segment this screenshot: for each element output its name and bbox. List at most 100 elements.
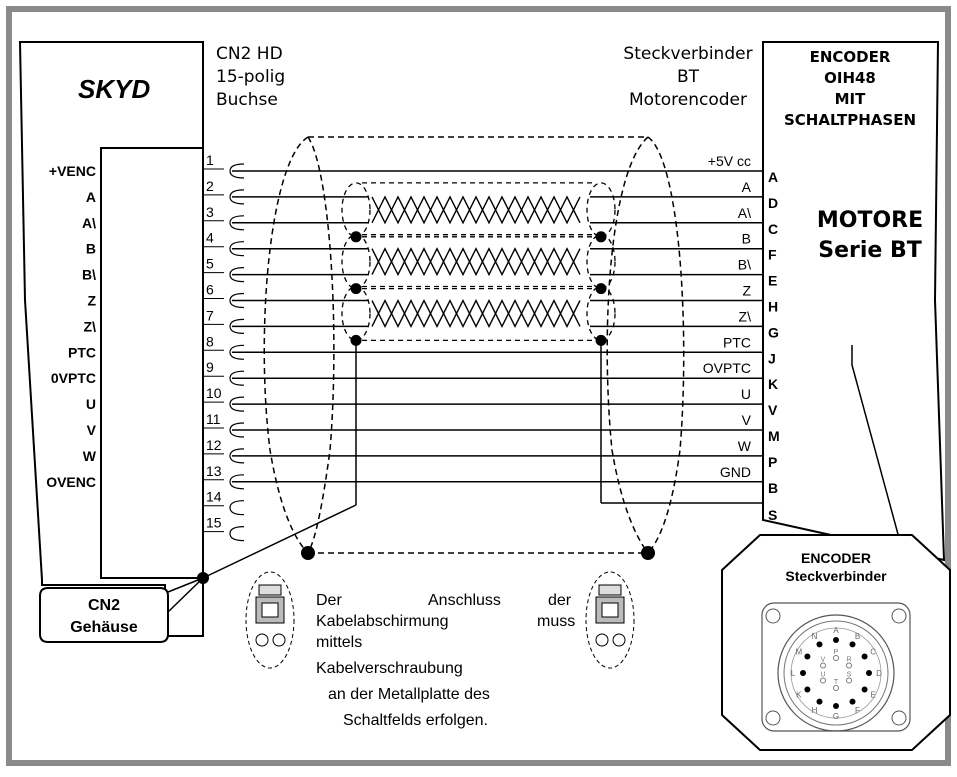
connector-pin-K (804, 686, 811, 693)
right-signal-label-13: GND (720, 464, 751, 480)
left-signal-label-3: A\ (82, 215, 96, 231)
pin-number-6: 6 (206, 282, 214, 298)
pair-2-mask (368, 245, 590, 278)
connector-pin-label-C: C (870, 648, 876, 657)
bt-pin-letter-H: H (768, 299, 778, 315)
left-signal-label-13: OVENC (46, 474, 96, 490)
pin-number-11: 11 (206, 411, 221, 427)
connector-pin-label-R: R (846, 657, 851, 664)
bt-pin-letter-C: C (768, 221, 778, 237)
connector-pin-N (816, 641, 823, 648)
bt-pin-letter-S: S (768, 507, 777, 523)
right-shield-ground-dot (641, 546, 655, 560)
twisted-pairs (341, 182, 616, 346)
pin-number-2: 2 (206, 178, 214, 194)
connector-pin-label-A: A (833, 626, 839, 635)
right-signal-label-2: A (742, 179, 752, 195)
bt-pin-letter-A: A (768, 169, 778, 185)
connector-pin-V (820, 662, 826, 669)
housing-label-line1: CN2 (88, 597, 120, 614)
socket-contact-1 (229, 163, 245, 179)
note-word-kabelabschirmung: Kabelabschirmung (316, 613, 449, 630)
connector-pin-label-S: S (847, 672, 852, 679)
left-signal-label-11: V (87, 422, 97, 438)
connector-pin-label-V: V (821, 657, 826, 664)
outer-shield-right-oval (606, 136, 649, 554)
cn2-title-line1: CN2 HD (216, 44, 283, 64)
socket-contact-2 (229, 189, 245, 205)
left-signal-label-6: Z (87, 293, 96, 309)
connector-pin-R (846, 662, 852, 669)
pair-3-shield-lines (362, 285, 596, 342)
skyd-device-outline (18, 41, 204, 637)
left-drain-to-housing (202, 504, 357, 579)
left-signal-label-4: B (86, 241, 96, 257)
note-line5: an der Metallplatte des (328, 686, 490, 703)
pair-1-mask (368, 193, 590, 226)
encoder-title-line2: OIH48 (824, 69, 876, 87)
bt-connector-title-line1: Steckverbinder (623, 44, 752, 64)
cn2-title-line3: Buchse (216, 90, 278, 110)
connector-pin-C (861, 653, 868, 660)
left-shield-ground-dot (301, 546, 315, 560)
cn2-connector-box (100, 147, 204, 579)
right-signal-label-8: PTC (723, 334, 751, 350)
pair-3-shield-right-end (586, 285, 616, 342)
note-line6: Schaltfelds erfolgen. (343, 712, 488, 729)
connector-pin-M (804, 653, 811, 660)
right-signal-label-12: W (738, 438, 752, 454)
connector-pin-A (833, 637, 839, 643)
pin-number-13: 13 (206, 463, 222, 479)
connector-pin-label-N: N (812, 632, 818, 641)
connector-pin-label-F: F (855, 706, 860, 715)
right-signal-label-1: +5V cc (708, 153, 751, 169)
bt-connector-title-line2: BT (677, 67, 700, 87)
pair-1-strand-a (371, 195, 581, 225)
connector-pin-label-K: K (796, 691, 802, 700)
socket-contact-8 (229, 344, 245, 360)
pair-2-strand-a (371, 247, 581, 277)
pair-3-strand-b (371, 298, 581, 328)
left-signal-label-2: A (86, 189, 96, 205)
right-signal-label-6: Z (742, 283, 751, 299)
housing-ground-dot (197, 572, 209, 584)
encoder-title-line3: MIT (835, 90, 867, 108)
housing-pointer-1 (167, 577, 204, 593)
connector-pin-B (849, 641, 856, 648)
pair-2-shield-left-end (341, 234, 371, 290)
motor-title-line1: MOTORE (817, 208, 923, 233)
connector-pin-label-P: P (834, 649, 839, 656)
pair-2-drain-dot-left (350, 283, 362, 295)
pair-1-strand-b (371, 195, 581, 225)
bt-pin-letter-D: D (768, 195, 778, 211)
right-signal-label-5: B\ (738, 257, 751, 273)
connector-pin-G (833, 703, 839, 709)
note-word-muss: muss (537, 613, 575, 630)
bt-pin-letter-P: P (768, 454, 777, 470)
socket-contact-12 (229, 448, 245, 464)
outer-shield (263, 136, 685, 554)
pin-number-8: 8 (206, 333, 214, 349)
encoder-title-line4: SCHALTPHASEN (784, 111, 916, 129)
pin-number-10: 10 (206, 385, 222, 401)
connector-pin-E (861, 686, 868, 693)
socket-contact-4 (229, 241, 245, 257)
bt-pin-letter-J: J (768, 350, 776, 366)
bt-pin-letter-B: B (768, 480, 778, 496)
motor-device-outline (762, 41, 946, 562)
right-signal-label-7: Z\ (739, 308, 752, 324)
right-signal-label-4: B (742, 231, 751, 247)
cable-gland-icon-left (245, 571, 295, 669)
pin-number-15: 15 (206, 515, 222, 531)
motor-title-line2: Serie BT (818, 238, 922, 263)
connector-pin-S (846, 677, 852, 684)
pin-number-1: 1 (206, 152, 214, 168)
pin-number-3: 3 (206, 204, 214, 220)
pin-number-9: 9 (206, 359, 214, 375)
left-signal-label-7: Z\ (84, 318, 97, 334)
outer-shield-left-oval (263, 136, 309, 554)
note-line3: mittels (316, 634, 362, 651)
